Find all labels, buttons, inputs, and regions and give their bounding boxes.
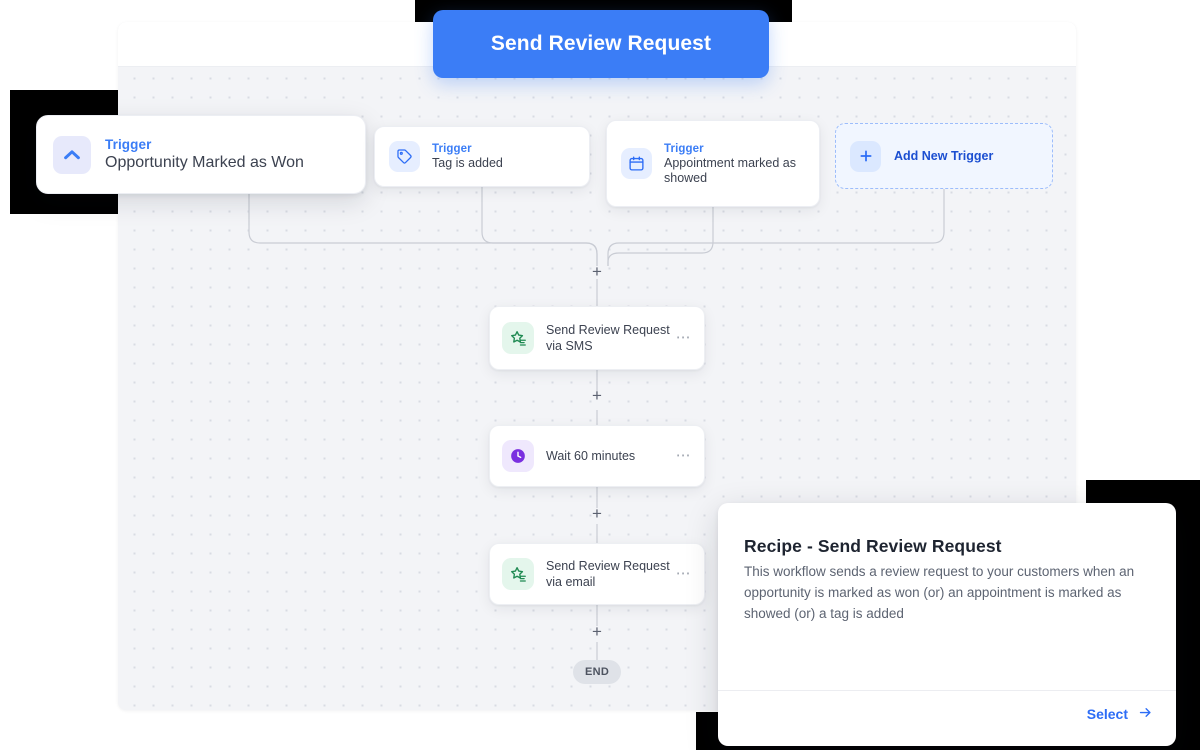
- add-step-button-3[interactable]: +: [592, 622, 602, 641]
- trigger-title: Opportunity Marked as Won: [105, 153, 304, 171]
- trigger-title: Tag is added: [432, 156, 503, 170]
- action-label: Wait 60 minutes: [546, 449, 636, 463]
- recipe-title: Recipe - Send Review Request: [744, 536, 1002, 556]
- calendar-icon: [621, 148, 652, 179]
- more-options-icon[interactable]: ⋯: [675, 447, 692, 464]
- review-star-icon: [502, 558, 534, 590]
- tag-icon: [389, 141, 420, 172]
- end-badge: END: [573, 660, 621, 684]
- recipe-description: This workflow sends a review request to …: [744, 564, 1135, 621]
- action-label: Send Review Request via email: [546, 559, 670, 589]
- more-options-icon[interactable]: ⋯: [675, 565, 692, 582]
- trigger-card-opportunity-marked-as-won[interactable]: Trigger Opportunity Marked as Won: [36, 115, 366, 194]
- recipe-select-button[interactable]: Select: [1087, 705, 1154, 723]
- add-step-button-root[interactable]: +: [592, 262, 602, 281]
- add-new-trigger-label: Add New Trigger: [894, 149, 994, 163]
- add-step-button-2[interactable]: +: [592, 504, 602, 523]
- action-node-send-review-request-via-email[interactable]: Send Review Request via email ⋯: [489, 543, 705, 605]
- action-label: Send Review Request via SMS: [546, 323, 670, 353]
- trigger-kicker: Trigger: [664, 142, 704, 155]
- clock-icon: [502, 440, 534, 472]
- more-options-icon[interactable]: ⋯: [675, 329, 692, 346]
- review-star-icon: [502, 322, 534, 354]
- send-review-request-button[interactable]: Send Review Request: [433, 10, 769, 78]
- action-node-wait-60-minutes[interactable]: Wait 60 minutes ⋯: [489, 425, 705, 487]
- trigger-card-appointment-marked-as-showed[interactable]: Trigger Appointment marked as showed: [606, 120, 820, 207]
- action-node-send-review-request-via-sms[interactable]: Send Review Request via SMS ⋯: [489, 306, 705, 370]
- trigger-kicker: Trigger: [105, 136, 152, 152]
- trigger-kicker: Trigger: [432, 143, 472, 155]
- recipe-divider: [718, 690, 1176, 691]
- trigger-card-tag-is-added[interactable]: Trigger Tag is added: [374, 126, 590, 187]
- plus-icon: [850, 140, 881, 172]
- trigger-title: Appointment marked as showed: [664, 155, 797, 185]
- add-step-button-1[interactable]: +: [592, 386, 602, 405]
- add-new-trigger-button[interactable]: Add New Trigger: [835, 123, 1053, 189]
- arrow-right-icon: [1137, 705, 1154, 723]
- recipe-panel: Recipe - Send Review Request This workfl…: [718, 503, 1176, 746]
- chevron-up-icon: [53, 135, 91, 174]
- recipe-select-label: Select: [1086, 706, 1128, 722]
